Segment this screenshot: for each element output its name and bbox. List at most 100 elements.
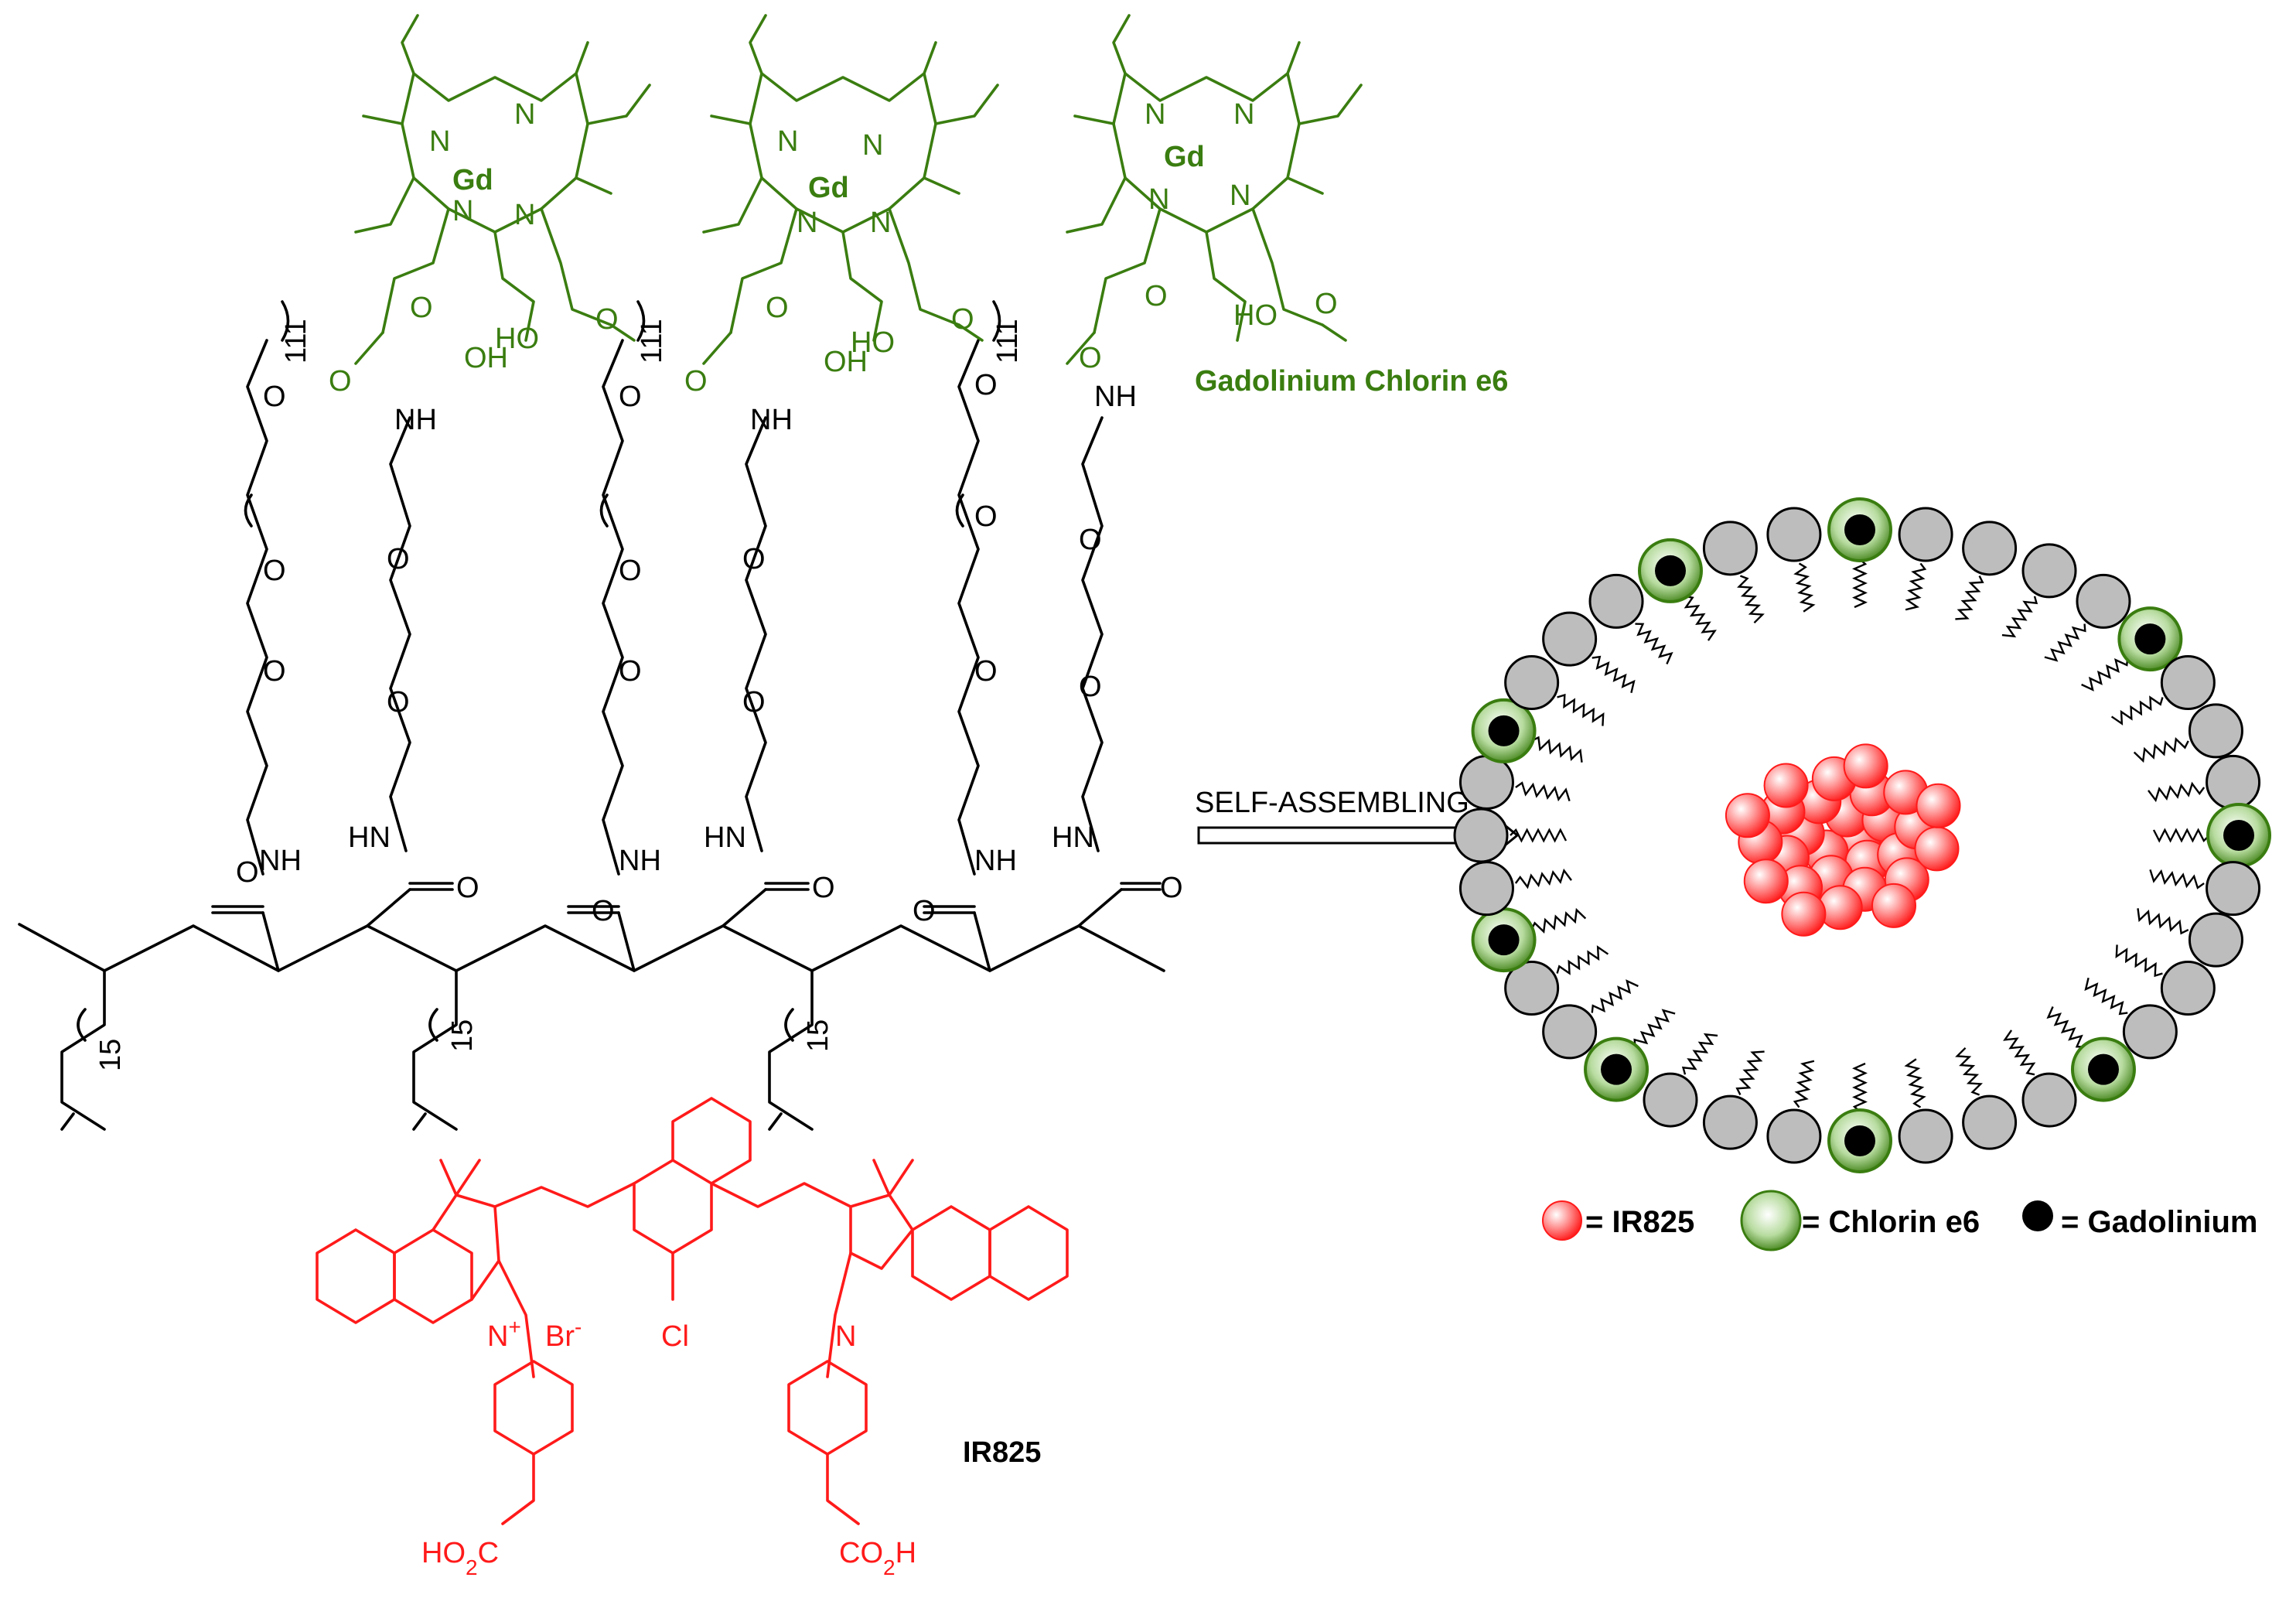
gadolinium-dot bbox=[1655, 555, 1686, 586]
lipid-tail bbox=[1955, 1047, 1983, 1096]
gd-chlorin-unit bbox=[702, 14, 999, 365]
repeat-unit-label: 111 bbox=[636, 319, 668, 364]
oxygen-label: O bbox=[263, 655, 286, 688]
hydroxyl-label: HO bbox=[851, 326, 895, 359]
lipid-head-sphere bbox=[2122, 1004, 2178, 1060]
lipid-tail bbox=[1592, 655, 1636, 694]
nitrogen-label: N bbox=[797, 207, 817, 239]
nitrogen-label: N bbox=[777, 125, 798, 158]
oxygen-label: O bbox=[236, 856, 259, 889]
nitrogen-label: N bbox=[429, 125, 450, 158]
gadolinium-dot bbox=[1488, 715, 1520, 746]
lipid-head-sphere bbox=[2076, 573, 2131, 629]
lipid-head-sphere bbox=[2206, 754, 2261, 810]
lipid-tail bbox=[1735, 1050, 1765, 1096]
gadolinium-dot bbox=[1844, 1125, 1875, 1156]
lipid-tail bbox=[1852, 1062, 1868, 1112]
ir825-core-particle bbox=[1916, 783, 1961, 828]
lipid-tail bbox=[1681, 1033, 1718, 1075]
lipid-head-sphere bbox=[1504, 961, 1560, 1016]
oxygen-label: O bbox=[595, 303, 619, 336]
gadolinium-dot-icon bbox=[2022, 1200, 2053, 1231]
lipid-head-sphere bbox=[2206, 861, 2261, 917]
lipid-head-sphere bbox=[1453, 808, 1509, 863]
lipid-tail bbox=[1557, 693, 1605, 726]
amide-nh-label: NH bbox=[750, 404, 793, 436]
amide-nh-label: NH bbox=[1094, 381, 1137, 413]
amide-hn-label: HN bbox=[1052, 821, 1094, 854]
oxygen-label: O bbox=[974, 500, 998, 533]
oxygen-label: O bbox=[1160, 872, 1183, 904]
oxygen-label: O bbox=[1079, 524, 1102, 556]
gadolinium-dot bbox=[2087, 1053, 2119, 1085]
oxygen-label: O bbox=[1079, 342, 1102, 374]
hydroxyl-label: OH bbox=[824, 346, 868, 378]
oxygen-label: O bbox=[263, 381, 286, 413]
repeat-unit-label: 111 bbox=[991, 319, 1024, 364]
oxygen-label: O bbox=[592, 895, 615, 927]
lipid-tail bbox=[2115, 944, 2163, 978]
nitrogen-label: N bbox=[1148, 183, 1169, 216]
gadolinium-dot bbox=[1488, 924, 1520, 956]
lipid-head-sphere bbox=[1702, 1094, 1758, 1150]
lipid-head-sphere bbox=[1458, 754, 1514, 810]
lipid-head-sphere bbox=[2021, 543, 2077, 599]
bromide-label: Br- bbox=[545, 1315, 582, 1354]
lipid-tail bbox=[2110, 695, 2164, 726]
gadolinium-dot bbox=[1844, 514, 1875, 545]
lipid-tail bbox=[1684, 595, 1717, 641]
lipid-head-sphere bbox=[1504, 655, 1560, 710]
chlorin-sphere-icon bbox=[1740, 1190, 1802, 1251]
legend-gadolinium: = Gadolinium bbox=[2061, 1205, 2257, 1239]
nitrogen-label: N bbox=[862, 129, 883, 162]
oxygen-label: O bbox=[1079, 671, 1102, 703]
legend-ir825: = IR825 bbox=[1585, 1205, 1694, 1239]
lipid-tail bbox=[1904, 1058, 1926, 1108]
lipid-tail bbox=[2001, 596, 2038, 638]
lipid-head-sphere bbox=[1588, 573, 1644, 629]
lipid-head-sphere bbox=[1702, 521, 1758, 576]
oxygen-label: O bbox=[951, 303, 974, 336]
amide-nh-label: NH bbox=[974, 845, 1017, 877]
repeat-unit-label: 111 bbox=[280, 319, 312, 364]
lipid-tail bbox=[1793, 562, 1816, 613]
legend: = IR825 = Chlorin e6 = Gadolinium bbox=[1542, 1190, 2257, 1251]
carboxyl-label: CO2H bbox=[839, 1537, 916, 1579]
peg-chains bbox=[244, 300, 1104, 876]
amide-nh-label: NH bbox=[394, 404, 437, 436]
ir825-molecule bbox=[316, 1097, 1069, 1525]
gadolinium-dot bbox=[2223, 820, 2254, 851]
gadolinium-dot bbox=[1601, 1053, 1632, 1085]
lipid-tail bbox=[1633, 1009, 1676, 1047]
nitrogen-label: N bbox=[1145, 98, 1165, 131]
lipid-head-sphere bbox=[1898, 507, 1953, 562]
hydroxyl-label: HO bbox=[1233, 299, 1278, 332]
lipid-head-sphere bbox=[1898, 1108, 1953, 1164]
repeat-unit-label: 15 bbox=[802, 1019, 834, 1052]
nitrogen-label: N bbox=[870, 207, 891, 239]
lipid-head-sphere bbox=[2188, 912, 2243, 968]
ir825-core-particle bbox=[1763, 763, 1809, 808]
gd-chlorin-unit bbox=[354, 14, 651, 365]
lipid-tail bbox=[1515, 781, 1571, 802]
lipid-head-sphere bbox=[1766, 1108, 1822, 1164]
micelle bbox=[1453, 497, 2271, 1173]
oxygen-label: O bbox=[742, 543, 766, 575]
oxygen-label: O bbox=[913, 895, 936, 927]
lipid-tail bbox=[2149, 869, 2205, 889]
lipid-tail bbox=[1530, 907, 1587, 934]
amide-nh-label: NH bbox=[259, 845, 302, 877]
lipid-tail bbox=[2148, 781, 2206, 803]
oxygen-label: O bbox=[1315, 288, 1338, 320]
lipid-tail bbox=[1737, 575, 1765, 624]
lipid-tail bbox=[2081, 657, 2129, 691]
arrow-label: SELF-ASSEMBLING bbox=[1195, 787, 1469, 819]
oxygen-label: O bbox=[974, 369, 998, 401]
lipid-head-sphere bbox=[1962, 1094, 2018, 1150]
oxygen-label: O bbox=[766, 292, 789, 324]
nitrogen-label: N bbox=[514, 199, 535, 231]
lipid-tail bbox=[2084, 977, 2128, 1016]
oxygen-label: O bbox=[329, 365, 352, 398]
ir825-core-particle bbox=[1817, 885, 1863, 930]
lipid-head-sphere bbox=[1766, 507, 1822, 562]
